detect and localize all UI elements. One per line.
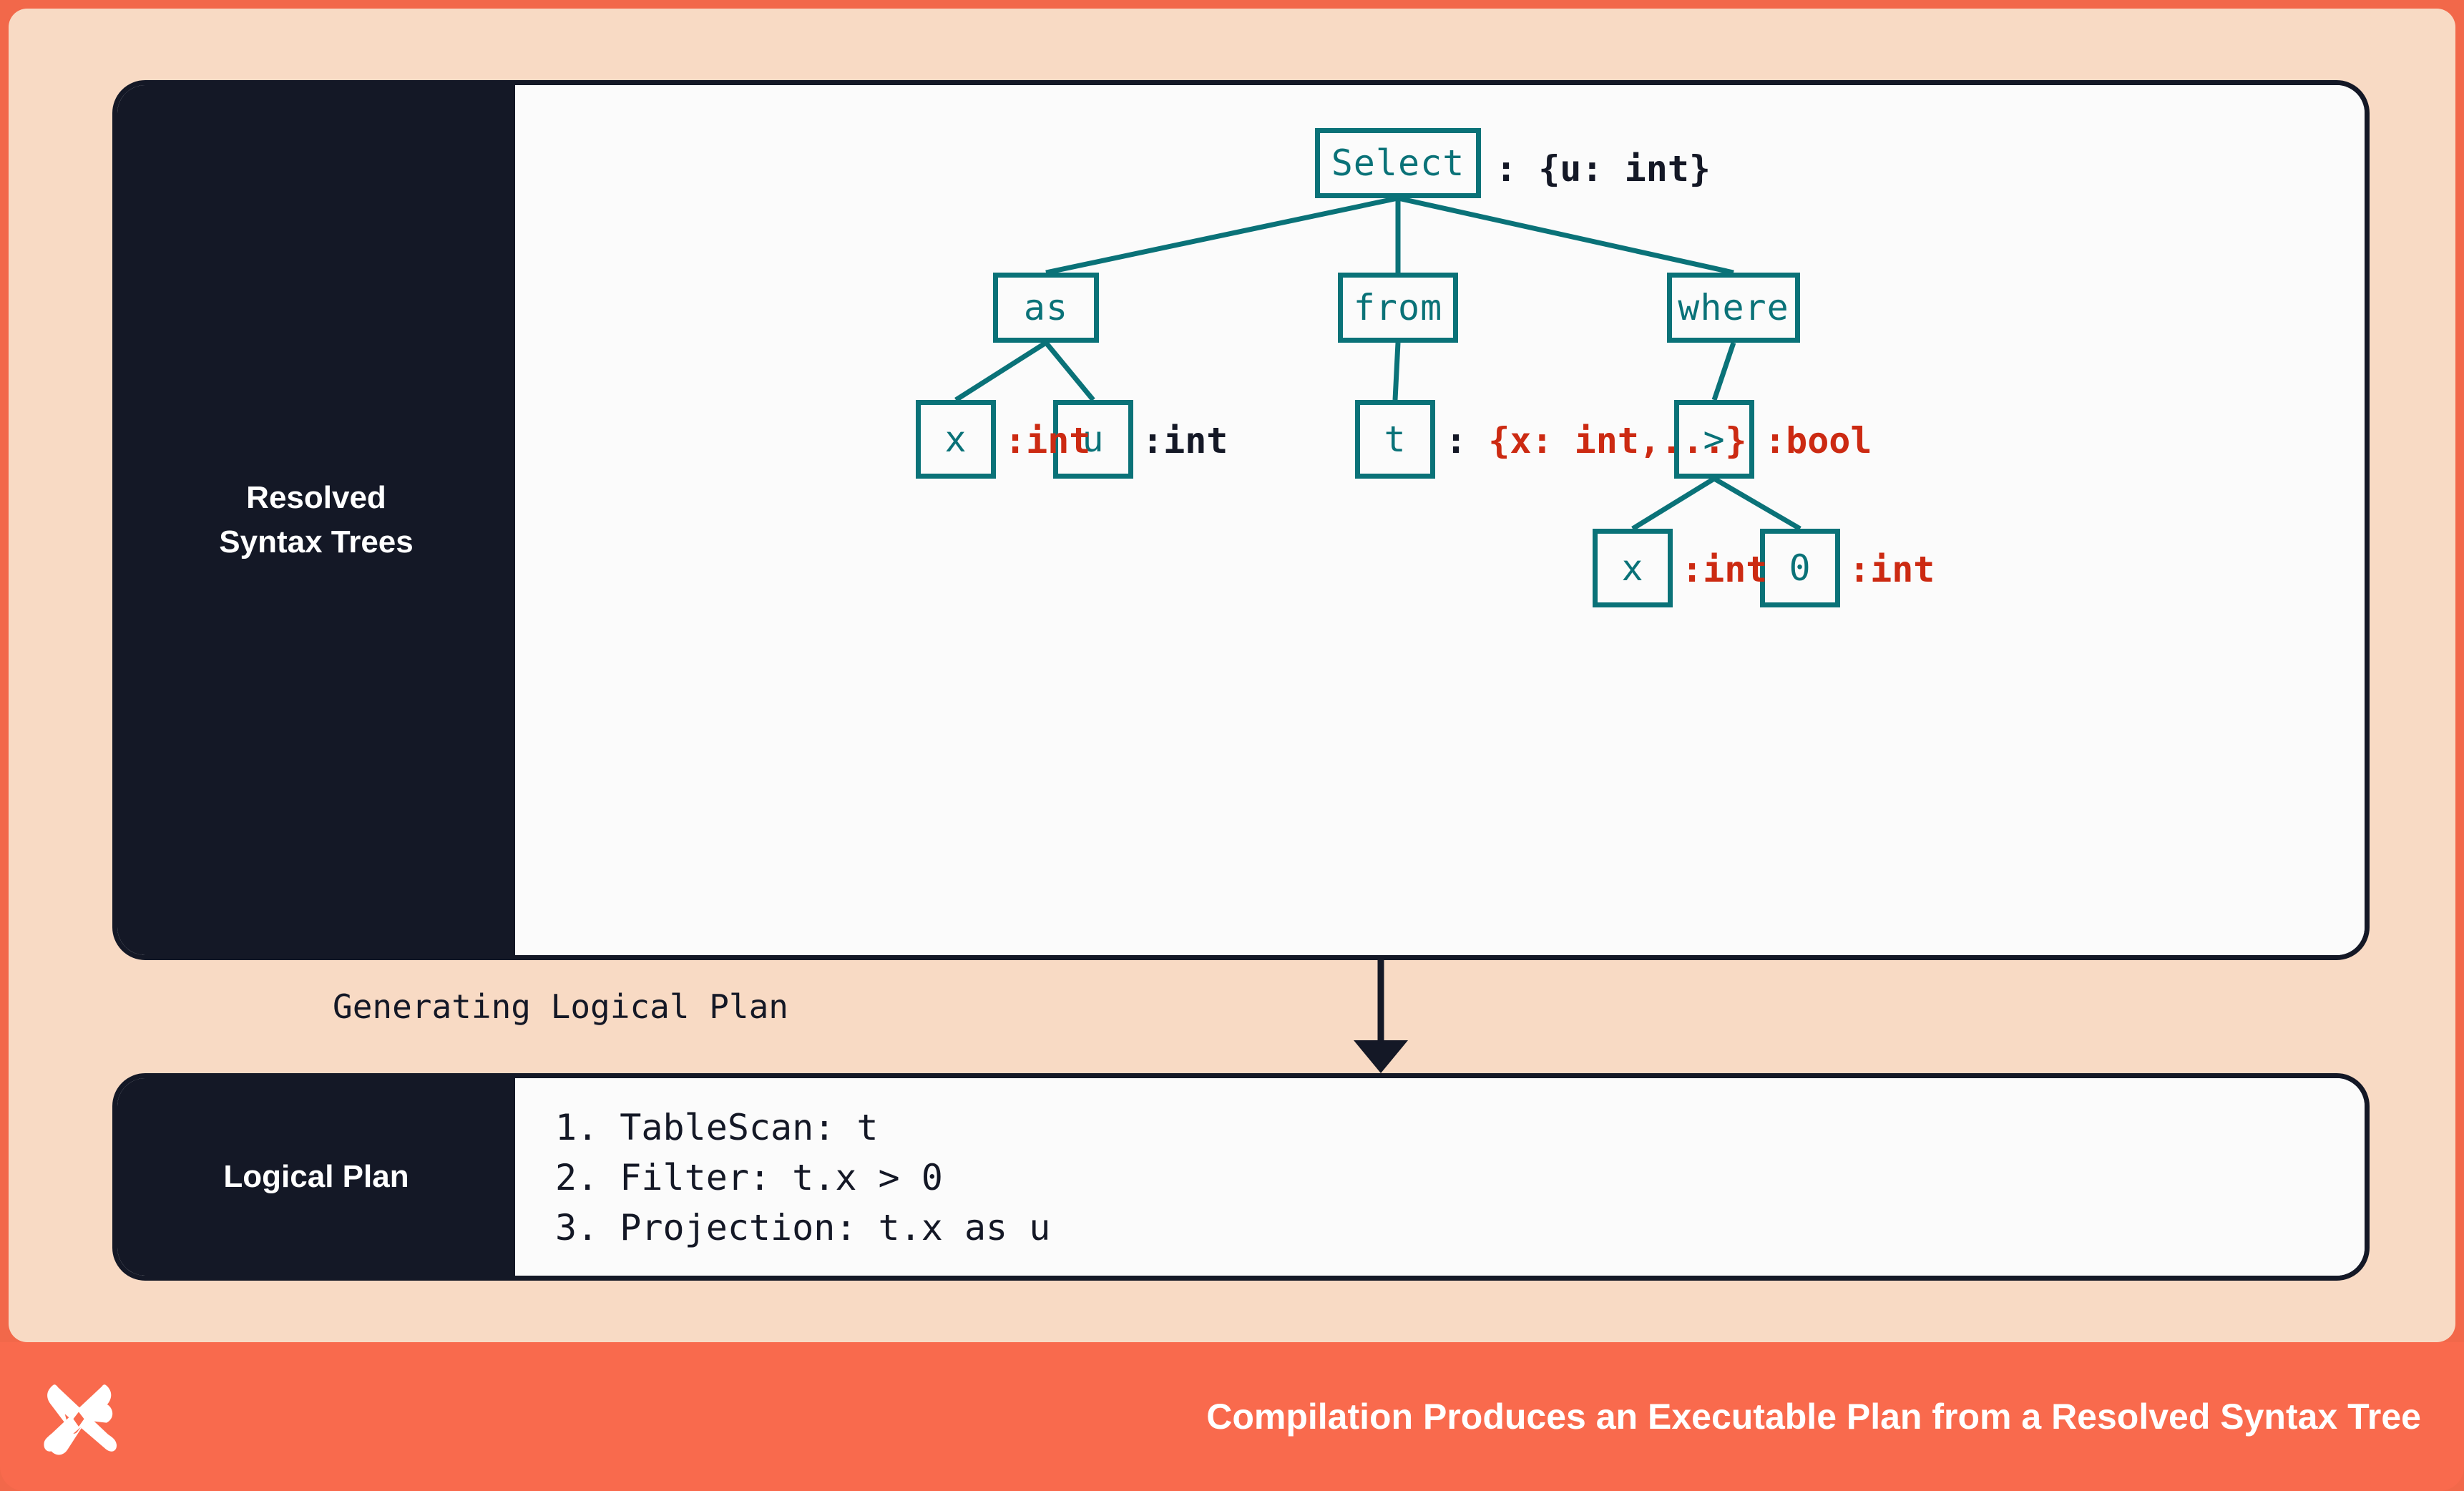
tree-node-from-t: t (1355, 400, 1435, 479)
tree-edge-where-gt (1711, 341, 1736, 401)
tree-node-where: where (1667, 273, 1800, 343)
generating-logical-plan-arrow (1354, 960, 1408, 1073)
logical-plan-card: Logical Plan 1. TableScan: t 2. Filter: t… (112, 1073, 2370, 1281)
card-label-line-2: Syntax Trees (219, 524, 414, 559)
type-annotation-gt-x: :int (1681, 549, 1768, 590)
footer-caption: Compilation Produces an Executable Plan … (1206, 1397, 2421, 1437)
tree-node-gt-x: x (1593, 529, 1673, 607)
logical-plan-step-1: 1. TableScan: t (555, 1107, 879, 1148)
tree-node-label: where (1678, 287, 1789, 328)
logical-plan-label: Logical Plan (117, 1078, 515, 1276)
tree-node-gt-0: 0 (1760, 529, 1840, 607)
x-logo-icon (44, 1384, 117, 1455)
resolved-syntax-trees-card: Resolved Syntax Trees Select as from where x… (112, 80, 2370, 960)
tree-edge-select-as (1045, 195, 1399, 275)
tree-node-label: as (1023, 287, 1069, 328)
resolved-syntax-trees-label: Resolved Syntax Trees (117, 85, 515, 955)
transition-region: Generating Logical Plan (112, 960, 2370, 1073)
tree-node-select: Select (1315, 128, 1481, 198)
tree-node-as: as (993, 273, 1099, 343)
tree-edge-as-as-x (954, 341, 1047, 402)
footer-bar: Compilation Produces an Executable Plan … (0, 1342, 2464, 1491)
tree-node-label: x (1621, 547, 1644, 589)
tree-node-label: > (1703, 419, 1726, 460)
tree-node-as-u: u (1053, 400, 1133, 479)
type-annotation-gt: :bool (1764, 420, 1872, 461)
tree-edge-gt-gt-x (1631, 476, 1716, 531)
type-annotation-select: : {u: int} (1495, 148, 1711, 190)
tree-node-label: from (1353, 287, 1443, 328)
transition-caption: Generating Logical Plan (333, 987, 788, 1026)
logical-plan-step-2: 2. Filter: t.x > 0 (555, 1157, 943, 1198)
tree-edge-as-as-u (1044, 341, 1095, 402)
tree-node-gt: > (1674, 400, 1754, 479)
type-annotation-from-t: : {x: int,...} (1445, 420, 1747, 461)
tree-node-label: 0 (1789, 547, 1812, 589)
tree-node-label: u (1082, 419, 1105, 460)
type-annotation-as-x: :int (1004, 420, 1091, 461)
tree-node-label: Select (1331, 142, 1465, 184)
tree-edge-select-where (1397, 195, 1734, 275)
card-label-line-1: Resolved (246, 479, 386, 515)
syntax-tree-canvas: Select as from where x u t > x 0 : {u: int} :int :in… (515, 85, 2365, 955)
tree-edge-gt-gt-0 (1713, 476, 1801, 532)
tree-edges (954, 195, 1801, 532)
tree-node-label: x (944, 419, 967, 460)
type-annotation-as-u: :int (1142, 420, 1228, 461)
tree-edge-from-from-t (1392, 342, 1401, 401)
tree-node-label: t (1384, 419, 1407, 460)
stage-background: Resolved Syntax Trees Select as from where x… (9, 9, 2455, 1342)
tree-node-as-x: x (916, 400, 996, 479)
logical-plan-body: 1. TableScan: t 2. Filter: t.x > 0 3. Proj… (515, 1078, 2365, 1276)
logical-plan-step-3: 3. Projection: t.x as u (555, 1207, 1051, 1248)
tree-node-from: from (1338, 273, 1458, 343)
type-annotation-gt-0: :int (1849, 549, 1935, 590)
logical-plan-steps: 1. TableScan: t 2. Filter: t.x > 0 3. Proj… (555, 1103, 1050, 1253)
